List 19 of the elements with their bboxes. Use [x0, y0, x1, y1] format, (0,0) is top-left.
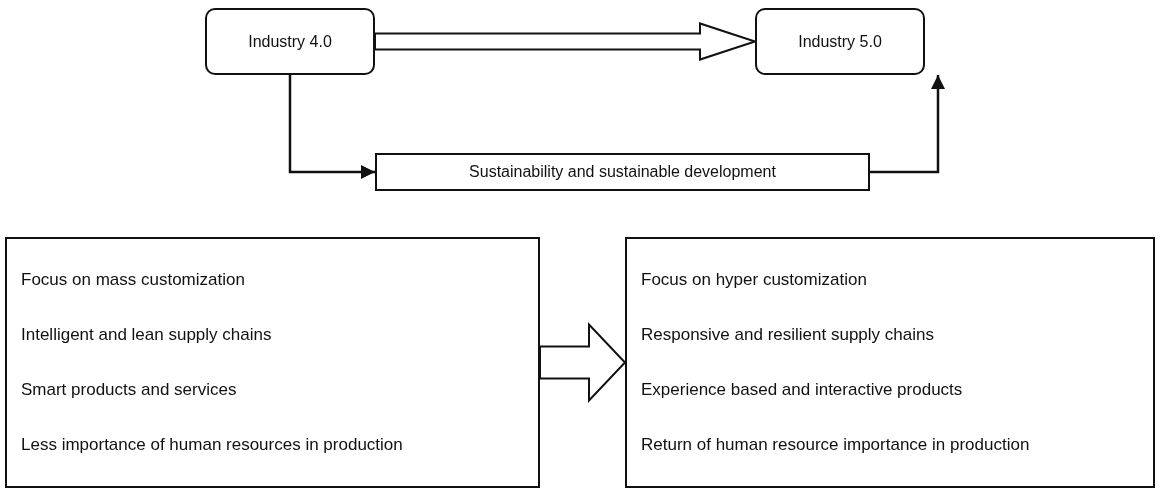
- process-box: [375, 153, 870, 191]
- node-label: Sustainability and sustainable development: [469, 163, 776, 181]
- node-label: Industry 5.0: [798, 32, 882, 51]
- list-item: Experience based and interactive products: [641, 379, 964, 400]
- process-box: [205, 8, 375, 75]
- list-item: Responsive and resilient supply chains: [641, 325, 935, 346]
- list-box: [5, 237, 540, 488]
- list-item: Intelligent and lean supply chains: [21, 325, 273, 346]
- list-box: [625, 237, 1155, 488]
- list-item: Focus on hyper customization: [641, 270, 868, 291]
- node-label: Industry 4.0: [248, 32, 332, 51]
- arrow: [288, 75, 375, 179]
- list-item: Less importance of human resources in production: [21, 434, 404, 455]
- list-item: Focus on mass customization: [21, 270, 246, 291]
- list-item: Return of human resource importance in production: [641, 434, 1031, 455]
- process-box: [755, 8, 925, 75]
- block-arrow: [539, 322, 627, 403]
- arrow: [870, 75, 945, 174]
- list-item: Smart products and services: [21, 379, 238, 400]
